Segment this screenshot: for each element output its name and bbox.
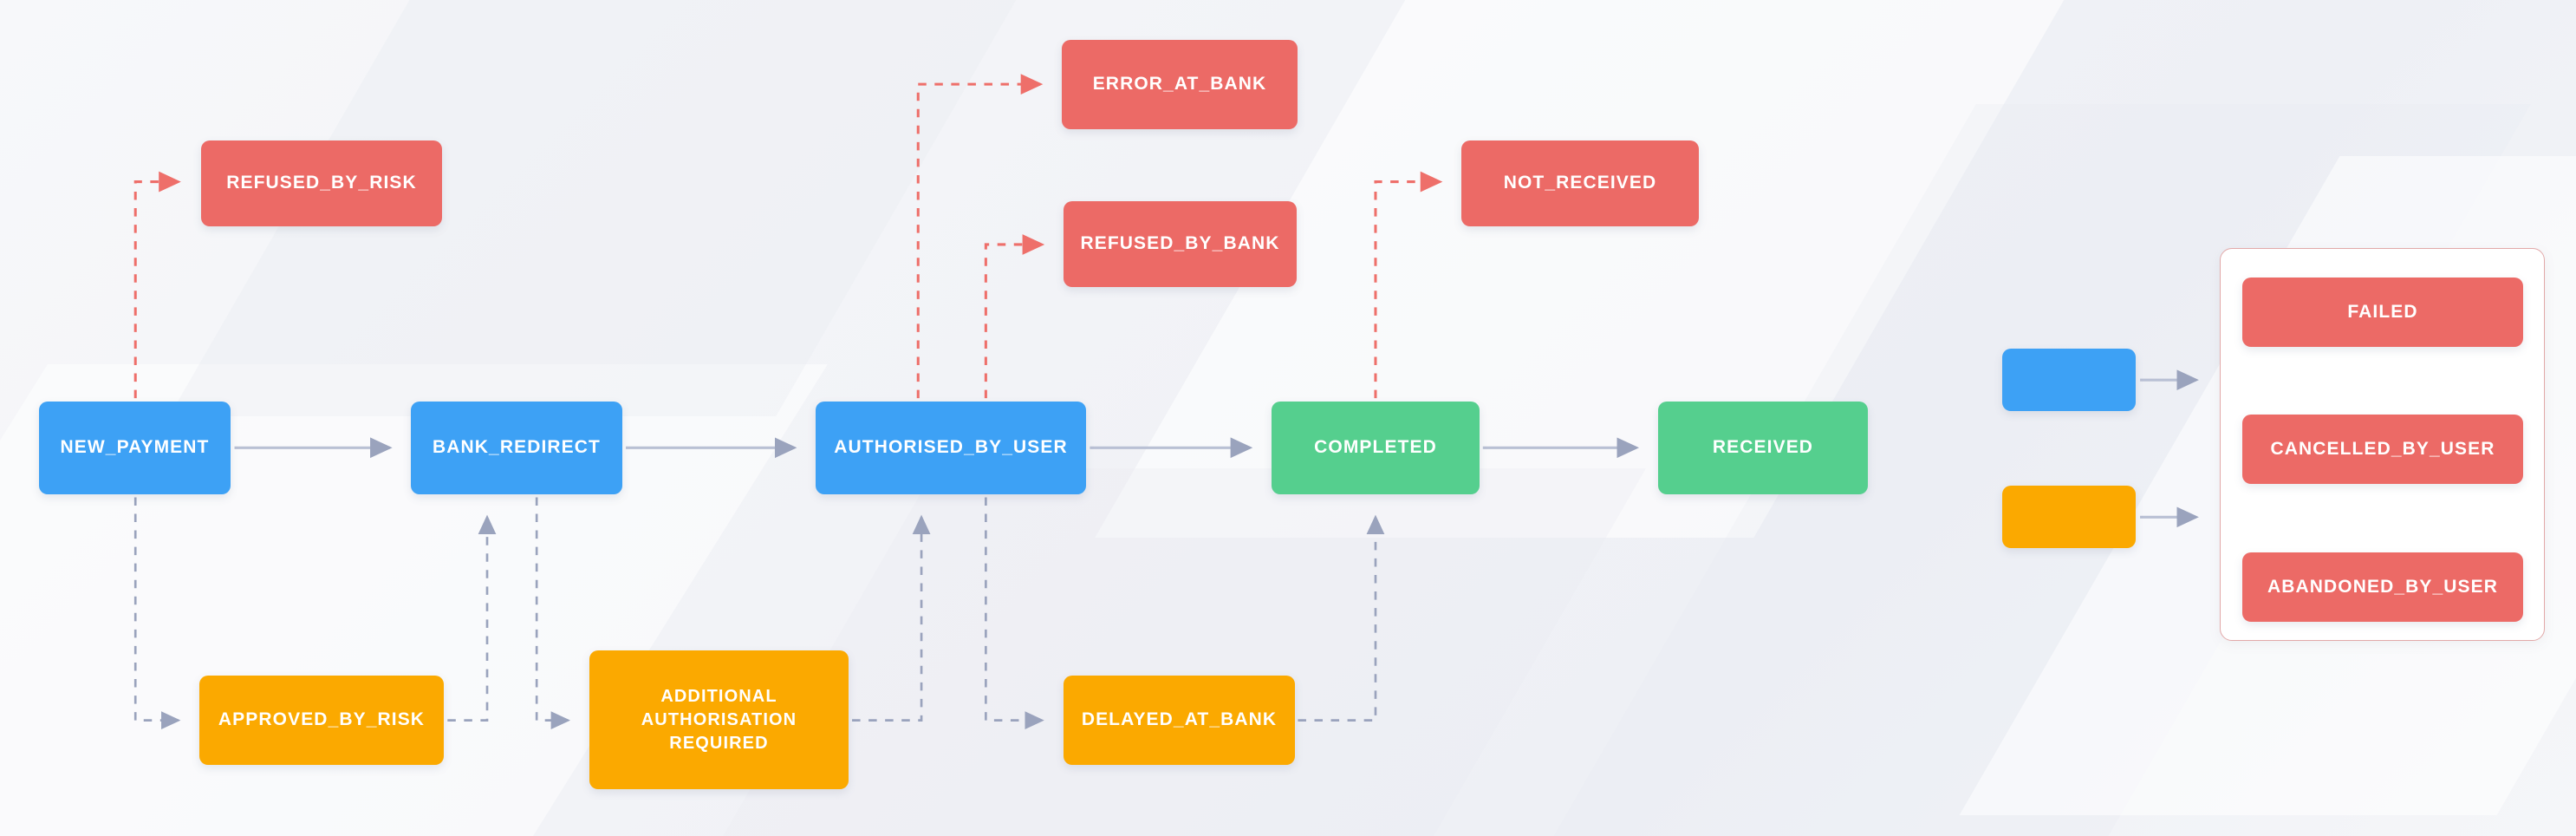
edge-additional-auth-to-authorised-by-user — [852, 514, 931, 722]
legend-swatch-orange[interactable] — [2002, 486, 2136, 548]
node-approved-by-risk[interactable]: APPROVED_BY_RISK — [199, 676, 444, 765]
node-refused-by-risk[interactable]: REFUSED_BY_RISK — [201, 140, 442, 226]
node-delayed-at-bank[interactable]: DELAYED_AT_BANK — [1064, 676, 1295, 765]
node-failed[interactable]: FAILED — [2242, 278, 2523, 347]
node-authorised-by-user[interactable]: AUTHORISED_BY_USER — [816, 402, 1086, 494]
node-error-at-bank[interactable]: ERROR_AT_BANK — [1062, 40, 1298, 129]
edge-new-payment-to-approved-by-risk — [133, 497, 181, 730]
node-not-received[interactable]: NOT_RECEIVED — [1461, 140, 1699, 226]
edge-completed-to-not-received — [1374, 171, 1443, 399]
node-new-payment[interactable]: NEW_PAYMENT — [39, 402, 231, 494]
edge-authorised-by-user-to-delayed-at-bank — [985, 497, 1044, 730]
edge-authorised-by-user-to-refused-by-bank — [984, 234, 1045, 399]
node-completed[interactable]: COMPLETED — [1272, 402, 1480, 494]
edge-new-payment-to-refused-by-risk — [133, 171, 181, 399]
edge-approved-by-risk-to-bank-redirect — [447, 514, 497, 722]
edge-bank-redirect-to-additional-auth — [535, 497, 571, 730]
node-cancelled-by-user[interactable]: CANCELLED_BY_USER — [2242, 415, 2523, 484]
node-abandoned-by-user[interactable]: ABANDONED_BY_USER — [2242, 552, 2523, 622]
edge-delayed-at-bank-to-completed — [1298, 514, 1385, 722]
node-bank-redirect[interactable]: BANK_REDIRECT — [411, 402, 622, 494]
node-refused-by-bank[interactable]: REFUSED_BY_BANK — [1064, 201, 1297, 287]
edge-authorised-by-user-to-error-at-bank — [916, 74, 1044, 399]
terminal-failure-group: FAILED CANCELLED_BY_USER ABANDONED_BY_US… — [2220, 248, 2545, 641]
node-received[interactable]: RECEIVED — [1658, 402, 1868, 494]
legend-swatch-blue[interactable] — [2002, 349, 2136, 411]
node-additional-authorisation-required[interactable]: ADDITIONAL AUTHORISATION REQUIRED — [589, 650, 849, 789]
